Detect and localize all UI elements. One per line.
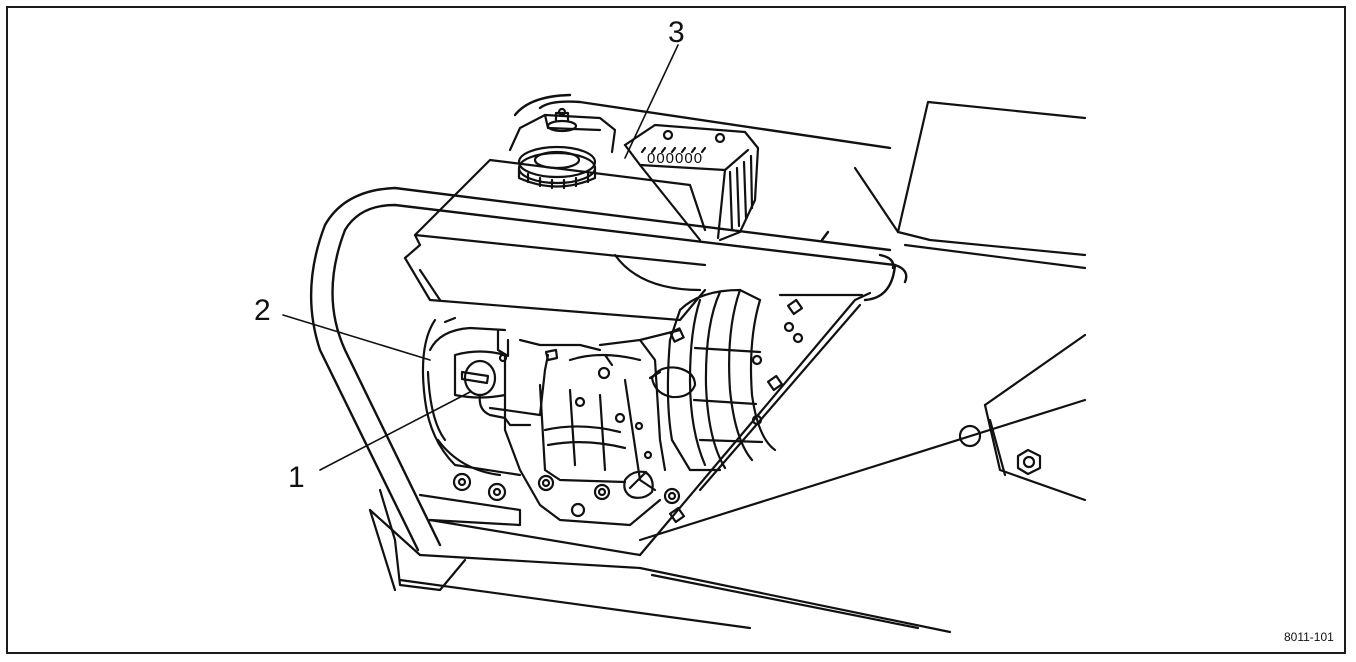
base-plate bbox=[368, 291, 872, 592]
machine-body bbox=[398, 100, 1087, 634]
leader-lines bbox=[282, 44, 679, 471]
fuel-tank bbox=[403, 145, 707, 322]
pump-housing bbox=[666, 288, 795, 472]
leader-line-2 bbox=[282, 314, 431, 361]
callout-2: 2 bbox=[254, 294, 271, 327]
leader-line-3 bbox=[624, 44, 679, 159]
callout-1: 1 bbox=[288, 461, 305, 494]
callout-3: 3 bbox=[668, 16, 685, 49]
air-cleaner bbox=[508, 107, 617, 154]
roll-frame bbox=[309, 93, 908, 552]
fuel-valve bbox=[460, 348, 697, 499]
leader-line-1 bbox=[319, 391, 471, 471]
svg-text:000000: 000000 bbox=[647, 150, 703, 167]
figure-id-label: 8011-101 bbox=[1284, 630, 1334, 644]
muffler: 000000 bbox=[623, 123, 760, 242]
engine-block bbox=[421, 316, 685, 527]
